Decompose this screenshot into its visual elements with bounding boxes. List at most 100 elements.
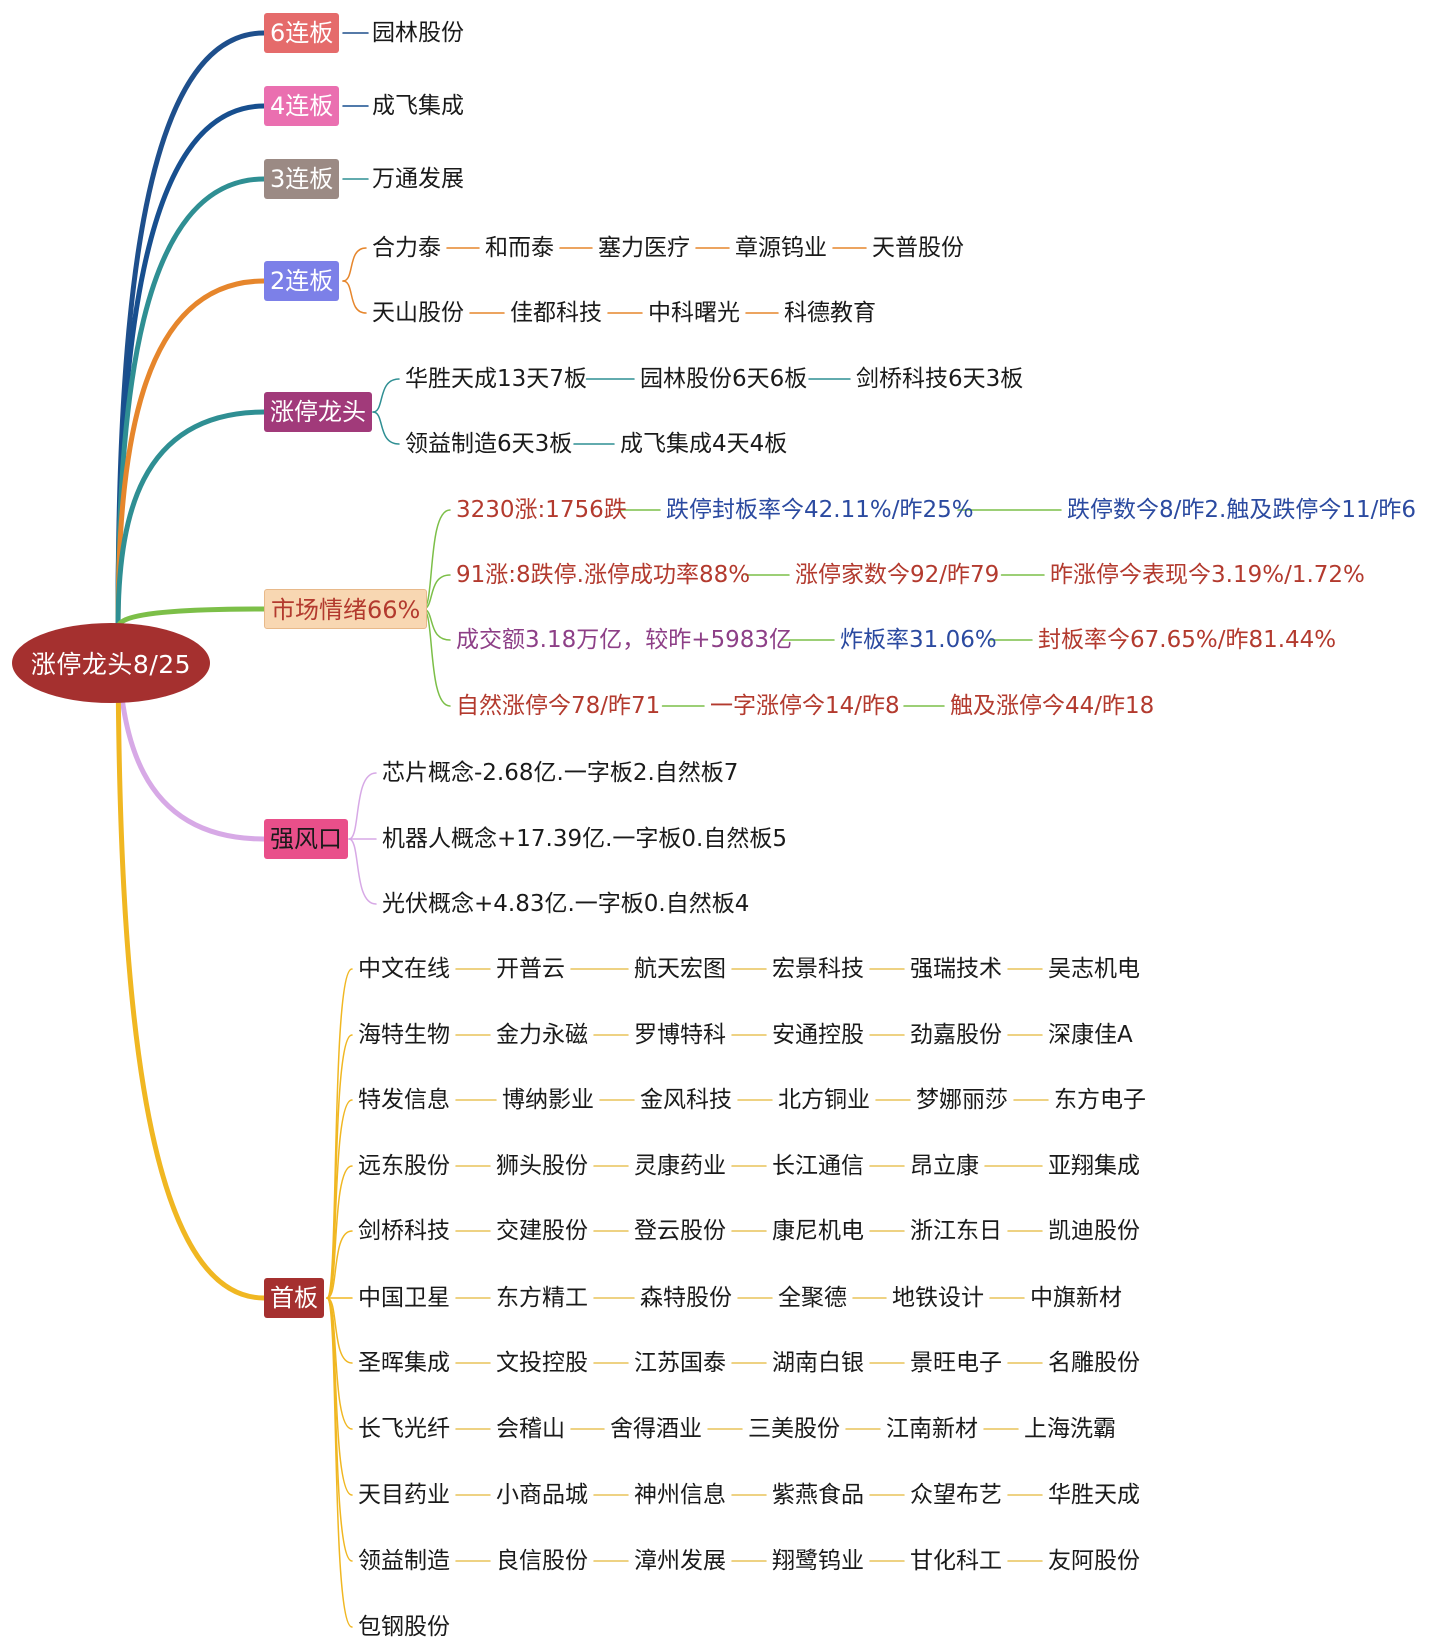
leaf-first-r5-0[interactable]: 中国卫星 — [358, 1285, 450, 1311]
leaf-first-r1-4[interactable]: 劲嘉股份 — [910, 1022, 1002, 1048]
leaf-first-r4-5[interactable]: 凯迪股份 — [1048, 1218, 1140, 1244]
root-node[interactable]: 涨停龙头8/25 — [12, 623, 210, 703]
leaf-first-r6-1[interactable]: 文投控股 — [496, 1350, 588, 1376]
leaf-first-r9-0[interactable]: 领益制造 — [358, 1548, 450, 1574]
leaf-first-r7-5[interactable]: 上海洗霸 — [1024, 1416, 1116, 1442]
leaf-mood-r2-2[interactable]: 封板率今67.65%/昨81.44% — [1038, 627, 1337, 653]
leaf-first-r7-0[interactable]: 长飞光纤 — [358, 1416, 450, 1442]
leaf-first-r4-0[interactable]: 剑桥科技 — [358, 1218, 450, 1244]
leaf-wind-1[interactable]: 机器人概念+17.39亿.一字板0.自然板5 — [382, 826, 788, 852]
leaf-b2-r1-1[interactable]: 佳都科技 — [510, 300, 602, 326]
leaf-first-r7-2[interactable]: 舍得酒业 — [610, 1416, 702, 1442]
leaf-first-r2-0[interactable]: 特发信息 — [358, 1087, 450, 1113]
leaf-mood-r3-0[interactable]: 自然涨停今78/昨71 — [456, 693, 661, 719]
leaf-first-r0-4[interactable]: 强瑞技术 — [910, 956, 1002, 982]
leaf-first-r2-4[interactable]: 梦娜丽莎 — [916, 1087, 1008, 1113]
leaf-mood-r1-2[interactable]: 昨涨停今表现今3.19%/1.72% — [1050, 562, 1365, 588]
branch-6-board[interactable]: 6连板 — [264, 13, 340, 53]
leaf-first-r3-0[interactable]: 远东股份 — [358, 1153, 450, 1179]
leaf-dragon-r1-0[interactable]: 领益制造6天3板 — [405, 431, 573, 457]
leaf-first-r4-3[interactable]: 康尼机电 — [772, 1218, 864, 1244]
leaf-wind-2[interactable]: 光伏概念+4.83亿.一字板0.自然板4 — [382, 891, 750, 917]
leaf-first-r8-4[interactable]: 众望布艺 — [910, 1482, 1002, 1508]
leaf-first-r7-1[interactable]: 会稽山 — [496, 1416, 565, 1442]
branch-market-sentiment[interactable]: 市场情绪66% — [264, 589, 428, 629]
leaf-first-r2-2[interactable]: 金风科技 — [640, 1087, 732, 1113]
leaf-mood-r3-1[interactable]: 一字涨停今14/昨8 — [710, 693, 900, 719]
leaf-first-r4-1[interactable]: 交建股份 — [496, 1218, 588, 1244]
leaf-b4[interactable]: 成飞集成 — [372, 93, 464, 119]
leaf-wind-0[interactable]: 芯片概念-2.68亿.一字板2.自然板7 — [382, 760, 739, 786]
leaf-first-r5-2[interactable]: 森特股份 — [640, 1285, 732, 1311]
leaf-b2-r1-2[interactable]: 中科曙光 — [648, 300, 740, 326]
leaf-b6[interactable]: 园林股份 — [372, 20, 464, 46]
leaf-b3[interactable]: 万通发展 — [372, 166, 464, 192]
leaf-b2-r1-3[interactable]: 科德教育 — [784, 300, 876, 326]
leaf-first-r10-0[interactable]: 包钢股份 — [358, 1614, 450, 1640]
leaf-dragon-r1-1[interactable]: 成飞集成4天4板 — [620, 431, 788, 457]
leaf-mood-r1-1[interactable]: 涨停家数今92/昨79 — [795, 562, 1000, 588]
leaf-mood-r2-1[interactable]: 炸板率31.06% — [840, 627, 997, 653]
leaf-mood-r0-2[interactable]: 跌停数今8/昨2.触及跌停今11/昨6 — [1067, 497, 1416, 523]
leaf-first-r9-1[interactable]: 良信股份 — [496, 1548, 588, 1574]
leaf-b2-r0-3[interactable]: 章源钨业 — [735, 235, 827, 261]
leaf-first-r1-1[interactable]: 金力永磁 — [496, 1022, 588, 1048]
leaf-first-r4-4[interactable]: 浙江东日 — [910, 1218, 1002, 1244]
leaf-first-r3-1[interactable]: 狮头股份 — [496, 1153, 588, 1179]
branch-strong-theme[interactable]: 强风口 — [264, 819, 348, 859]
leaf-first-r9-5[interactable]: 友阿股份 — [1048, 1548, 1140, 1574]
leaf-first-r6-3[interactable]: 湖南白银 — [772, 1350, 864, 1376]
branch-3-board[interactable]: 3连板 — [264, 159, 340, 199]
branch-2-board[interactable]: 2连板 — [264, 261, 340, 301]
leaf-dragon-r0-2[interactable]: 剑桥科技6天3板 — [856, 366, 1024, 392]
leaf-first-r0-5[interactable]: 吴志机电 — [1048, 956, 1140, 982]
leaf-first-r7-4[interactable]: 江南新材 — [886, 1416, 978, 1442]
leaf-first-r4-2[interactable]: 登云股份 — [634, 1218, 726, 1244]
leaf-b2-r0-2[interactable]: 塞力医疗 — [598, 235, 690, 261]
leaf-first-r9-2[interactable]: 漳州发展 — [634, 1548, 726, 1574]
leaf-mood-r2-0[interactable]: 成交额3.18万亿，较昨+5983亿 — [456, 627, 793, 653]
leaf-first-r6-0[interactable]: 圣晖集成 — [358, 1350, 450, 1376]
leaf-first-r8-2[interactable]: 神州信息 — [634, 1482, 726, 1508]
leaf-mood-r3-2[interactable]: 触及涨停今44/昨18 — [950, 693, 1155, 719]
leaf-first-r0-1[interactable]: 开普云 — [496, 956, 565, 982]
leaf-first-r3-2[interactable]: 灵康药业 — [634, 1153, 726, 1179]
leaf-first-r7-3[interactable]: 三美股份 — [748, 1416, 840, 1442]
leaf-first-r2-5[interactable]: 东方电子 — [1054, 1087, 1146, 1113]
leaf-first-r5-1[interactable]: 东方精工 — [496, 1285, 588, 1311]
leaf-first-r1-0[interactable]: 海特生物 — [358, 1022, 450, 1048]
leaf-first-r0-2[interactable]: 航天宏图 — [634, 956, 726, 982]
leaf-first-r0-3[interactable]: 宏景科技 — [772, 956, 864, 982]
leaf-mood-r0-0[interactable]: 3230涨:1756跌 — [456, 497, 627, 523]
leaf-first-r2-1[interactable]: 博纳影业 — [502, 1087, 594, 1113]
leaf-first-r1-5[interactable]: 深康佳A — [1048, 1022, 1133, 1048]
leaf-first-r6-5[interactable]: 名雕股份 — [1048, 1350, 1140, 1376]
leaf-first-r9-3[interactable]: 翔鹭钨业 — [772, 1548, 864, 1574]
leaf-first-r8-0[interactable]: 天目药业 — [358, 1482, 450, 1508]
leaf-b2-r0-1[interactable]: 和而泰 — [485, 235, 554, 261]
leaf-first-r1-3[interactable]: 安通控股 — [772, 1022, 864, 1048]
leaf-first-r8-1[interactable]: 小商品城 — [496, 1482, 588, 1508]
leaf-b2-r0-0[interactable]: 合力泰 — [372, 235, 441, 261]
leaf-first-r6-2[interactable]: 江苏国泰 — [634, 1350, 726, 1376]
leaf-mood-r0-1[interactable]: 跌停封板率今42.11%/昨25% — [666, 497, 974, 523]
leaf-dragon-r0-1[interactable]: 园林股份6天6板 — [640, 366, 808, 392]
leaf-first-r5-3[interactable]: 全聚德 — [778, 1285, 847, 1311]
branch-first-board[interactable]: 首板 — [264, 1278, 324, 1318]
leaf-dragon-r0-0[interactable]: 华胜天成13天7板 — [405, 366, 587, 392]
leaf-first-r1-2[interactable]: 罗博特科 — [634, 1022, 726, 1048]
leaf-mood-r1-0[interactable]: 91涨:8跌停.涨停成功率88% — [456, 562, 751, 588]
leaf-first-r2-3[interactable]: 北方铜业 — [778, 1087, 870, 1113]
leaf-first-r0-0[interactable]: 中文在线 — [358, 956, 450, 982]
leaf-first-r3-5[interactable]: 亚翔集成 — [1048, 1153, 1140, 1179]
leaf-first-r9-4[interactable]: 甘化科工 — [910, 1548, 1002, 1574]
leaf-b2-r0-4[interactable]: 天普股份 — [872, 235, 964, 261]
leaf-first-r8-3[interactable]: 紫燕食品 — [772, 1482, 864, 1508]
leaf-first-r8-5[interactable]: 华胜天成 — [1048, 1482, 1140, 1508]
leaf-first-r3-4[interactable]: 昂立康 — [910, 1153, 979, 1179]
leaf-first-r5-4[interactable]: 地铁设计 — [892, 1285, 984, 1311]
leaf-b2-r1-0[interactable]: 天山股份 — [372, 300, 464, 326]
branch-4-board[interactable]: 4连板 — [264, 86, 340, 126]
leaf-first-r6-4[interactable]: 景旺电子 — [910, 1350, 1002, 1376]
branch-limit-up-leaders[interactable]: 涨停龙头 — [264, 392, 372, 432]
